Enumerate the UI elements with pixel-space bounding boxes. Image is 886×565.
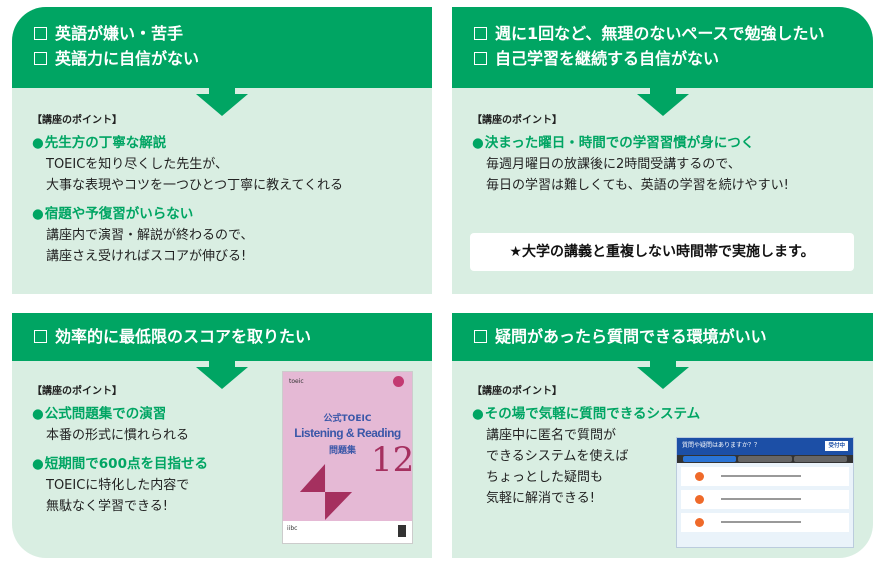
panel-efficient-score: 効率的に最低限のスコアを取りたい 【講座のポイント】 公式問題集での演習 本番の… [12, 313, 432, 558]
point-heading: 宿題や予復習がいらない [32, 204, 432, 225]
avatar-icon [695, 495, 704, 504]
screenshot-status-button: 受付中 [825, 441, 848, 451]
point-text: ちょっとした疑問も [486, 470, 604, 485]
panel-header: 効率的に最低限のスコアを取りたい [12, 313, 432, 389]
screenshot-header: 質問や疑問はありますか？？ [682, 442, 761, 449]
point-text: 講座さえ受ければスコアが伸びる! [46, 249, 247, 264]
checkbox-icon [474, 52, 487, 65]
book-number: 12 [371, 440, 413, 480]
point-text: 気軽に解消できる! [486, 491, 595, 506]
check-item: 自己学習を継続する自信がない [495, 49, 720, 68]
checkbox-icon [474, 27, 487, 40]
avatar-icon [695, 472, 704, 481]
panel-header: 疑問があったら質問できる環境がいい [452, 313, 873, 389]
point-heading: 決まった曜日・時間での学習習慣が身につく [472, 133, 873, 154]
down-arrow-icon [196, 88, 248, 116]
point-text: TOEICを知り尽くした先生が、 [46, 157, 229, 172]
points-label: 【講座のポイント】 [32, 386, 122, 397]
book-title: Listening & Reading [294, 426, 401, 440]
check-item: 英語力に自信がない [55, 49, 200, 68]
down-arrow-icon [196, 361, 248, 389]
point-text: 講座中に匿名で質問が [486, 428, 617, 443]
check-item: 英語が嫌い・苦手 [55, 24, 184, 43]
triangle-graphic-icon [299, 464, 353, 520]
question-row [681, 467, 849, 486]
emblem-icon [393, 376, 404, 387]
point-text: 毎日の学習は難しくても、英語の学習を続けやすい! [486, 178, 789, 193]
panel-header: 英語が嫌い・苦手 英語力に自信がない [12, 7, 432, 116]
panel-ask-questions: 疑問があったら質問できる環境がいい 【講座のポイント】 その場で気軽に質問できる… [452, 313, 873, 558]
toeic-logo: toeic [289, 378, 304, 385]
checkbox-icon [34, 330, 47, 343]
check-item: 効率的に最低限のスコアを取りたい [55, 327, 312, 346]
checkbox-icon [474, 330, 487, 343]
down-arrow-icon [636, 88, 689, 116]
point-heading: 先生方の丁寧な解説 [32, 133, 432, 154]
book-title: 問題集 [329, 446, 357, 456]
book-title: 公式TOEIC [323, 414, 372, 424]
point-heading: 短期間で600点を目指せる [32, 454, 432, 475]
point-text: 毎週月曜日の放課後に2時間受講するので、 [486, 157, 741, 172]
point-text: 講座内で演習・解説が終わるので、 [46, 228, 254, 243]
point-heading: 公式問題集での演習 [32, 404, 432, 425]
checkbox-icon [34, 27, 47, 40]
point-text: できるシステムを使えば [486, 449, 629, 464]
barcode-icon [398, 525, 406, 537]
point-text: 無駄なく学習できる! [46, 499, 168, 514]
points-label: 【講座のポイント】 [32, 115, 122, 126]
panel-weekly-pace: 週に1回など、無理のないペースで勉強したい 自己学習を継続する自信がない 【講座… [452, 7, 873, 294]
avatar-icon [695, 518, 704, 527]
question-row [681, 490, 849, 509]
point-text: TOEICに特化した内容で [46, 478, 190, 493]
publisher-logo: iibc [287, 525, 298, 532]
checkbox-icon [34, 52, 47, 65]
check-item: 週に1回など、無理のないペースで勉強したい [495, 24, 825, 43]
question-system-screenshot: 質問や疑問はありますか？？ 受付中 [676, 437, 854, 548]
points-label: 【講座のポイント】 [472, 115, 562, 126]
point-text: 本番の形式に慣れられる [46, 428, 190, 443]
points-label: 【講座のポイント】 [472, 386, 562, 397]
down-arrow-icon [636, 361, 689, 389]
point-heading: その場で気軽に質問できるシステム [472, 404, 873, 425]
point-text: 大事な表現やコツを一つひとつ丁寧に教えてくれる [46, 178, 344, 193]
question-row [681, 513, 849, 532]
panel-dislike-english: 英語が嫌い・苦手 英語力に自信がない 【講座のポイント】 先生方の丁寧な解説 T… [12, 7, 432, 294]
panel-header: 週に1回など、無理のないペースで勉強したい 自己学習を継続する自信がない [452, 7, 873, 116]
schedule-note: ★大学の講義と重複しない時間帯で実施します。 [470, 233, 854, 271]
toeic-book-cover: toeic 公式TOEIC Listening & Reading 問題集 12… [282, 371, 413, 544]
check-item: 疑問があったら質問できる環境がいい [495, 327, 767, 346]
